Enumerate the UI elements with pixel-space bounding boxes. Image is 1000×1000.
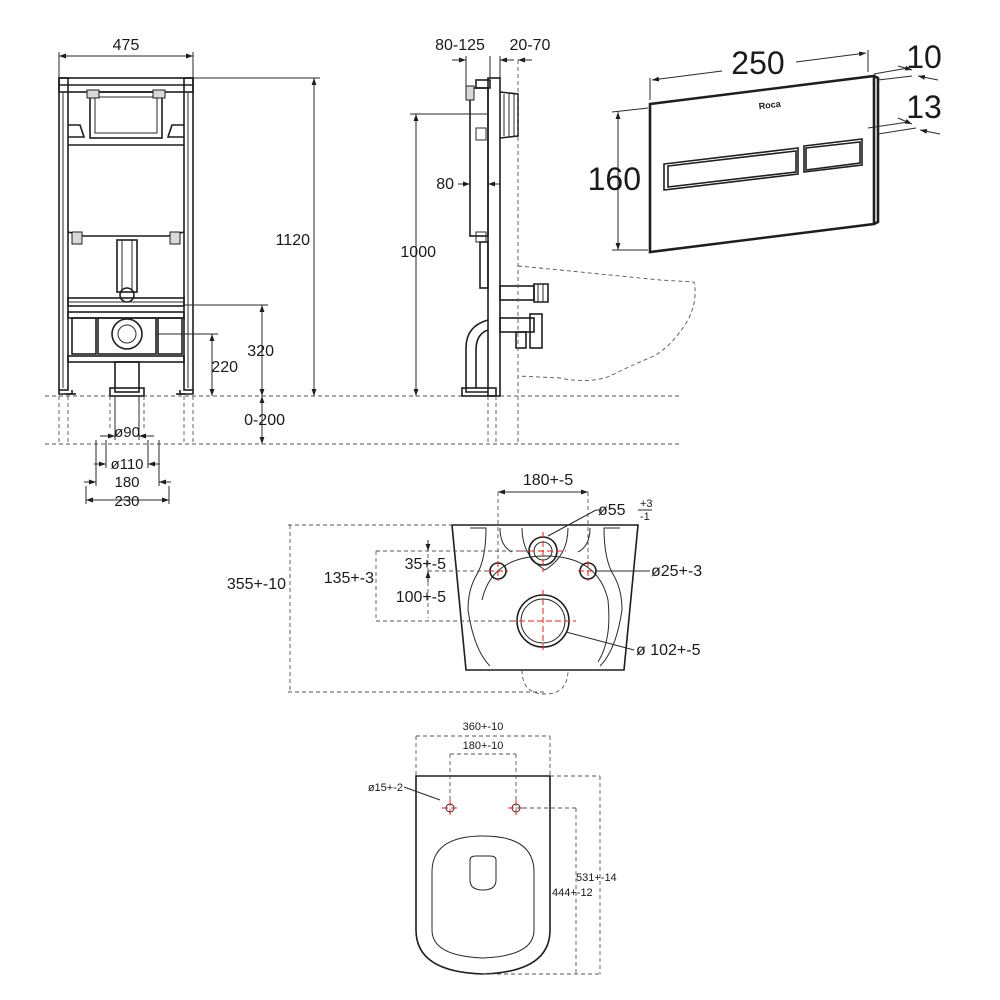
side-view-dimensions: 80-125 20-70 80 1000 — [400, 37, 551, 396]
dim-180-5: 180+-5 — [523, 472, 573, 489]
dim-dia-55-tol-plus: +3 — [640, 498, 653, 510]
dim-135-3: 135+-3 — [324, 570, 374, 587]
dim-230: 230 — [114, 493, 139, 510]
dim-220: 220 — [211, 359, 238, 376]
dim-531-14: 531+-14 — [576, 872, 617, 884]
bowl-rear-dimensions: 180+-5 ø55 +3 -1 355+-10 135+-3 35+-5 10… — [227, 472, 702, 693]
dim-20-70: 20-70 — [510, 37, 551, 54]
dim-355-10: 355+-10 — [227, 576, 286, 593]
dim-dia-25: ø25+-3 — [651, 563, 702, 580]
dim-dia-55: ø55 — [598, 502, 626, 519]
dim-dia-15: ø15+-2 — [368, 782, 403, 794]
dim-80-125: 80-125 — [435, 37, 485, 54]
dim-475: 475 — [113, 37, 140, 54]
dim-444-12: 444+-12 — [552, 887, 593, 899]
dim-250: 250 — [731, 45, 784, 81]
dim-35-5: 35+-5 — [405, 556, 446, 573]
bowl-top-view — [415, 775, 551, 975]
floor-lines — [45, 395, 680, 445]
dim-dia-55-tol-minus: -1 — [640, 511, 650, 523]
frame-side-view — [461, 60, 696, 444]
flush-plate-dimensions: 250 10 13 160 — [588, 39, 942, 251]
dim-0-200: 0-200 — [244, 412, 285, 429]
brand-logo: Roca — [758, 99, 782, 112]
dim-80: 80 — [436, 176, 454, 193]
dim-dia-102: ø 102+-5 — [636, 642, 701, 659]
dim-10: 10 — [906, 39, 942, 75]
dim-100-5: 100+-5 — [396, 589, 446, 606]
dim-320: 320 — [247, 343, 274, 360]
dim-180-10: 180+-10 — [463, 740, 504, 752]
dim-dia-110: ø110 — [110, 456, 143, 473]
dim-1000: 1000 — [400, 244, 436, 261]
bowl-top-dimensions: 360+-10 180+-10 ø15+-2 531+-14 444+-12 — [368, 721, 617, 975]
dim-1120: 1120 — [276, 232, 311, 249]
flush-plate: Roca — [648, 74, 880, 254]
dim-13: 13 — [906, 89, 942, 125]
bowl-rear-view — [451, 524, 639, 695]
frame-front-view — [58, 77, 194, 444]
front-view-dimensions: 475 1120 320 220 0-200 ø90 ø110 180 230 — [58, 37, 320, 510]
dim-360-10: 360+-10 — [463, 721, 504, 733]
dim-180: 180 — [114, 474, 139, 491]
dim-160: 160 — [588, 161, 641, 197]
dim-dia-90: ø90 — [114, 424, 140, 441]
